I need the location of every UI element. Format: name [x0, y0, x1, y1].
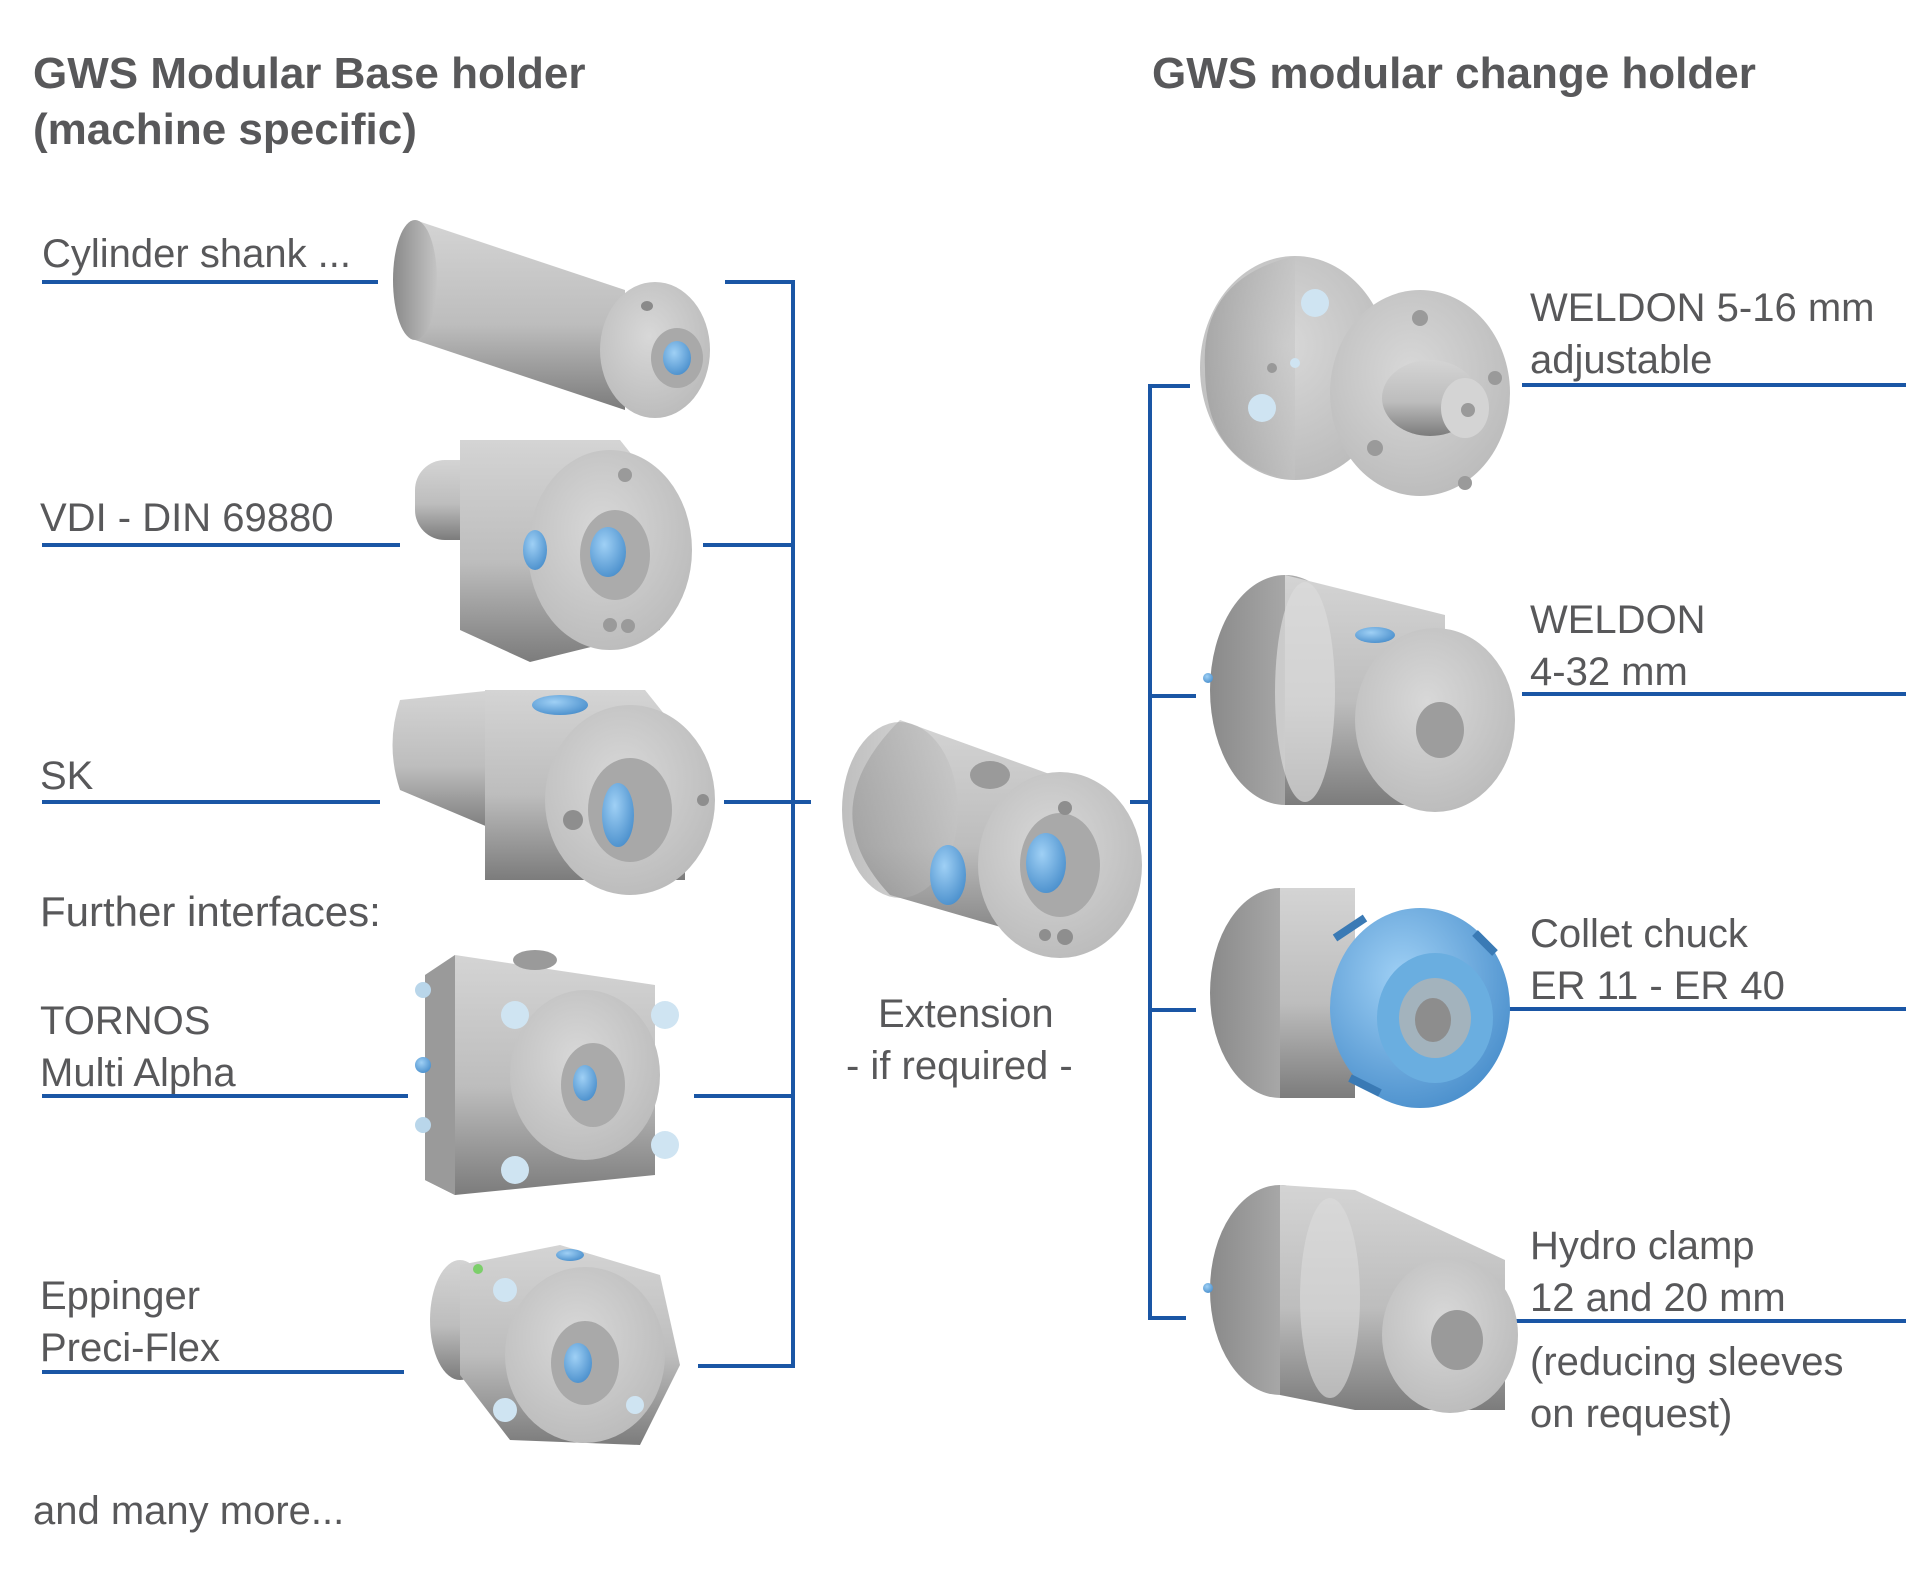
weldon-adjustable-image — [1200, 256, 1510, 496]
weldon-image — [1203, 575, 1515, 812]
tornos-holder-image — [415, 950, 679, 1195]
label-weldon-adjustable-line2: adjustable — [1530, 338, 1713, 382]
underline-weldon-adjustable — [1522, 383, 1906, 387]
stub-vdi — [703, 543, 795, 547]
label-tornos-line2: Multi Alpha — [40, 1051, 236, 1095]
underline-vdi — [42, 543, 400, 547]
vdi-holder-image — [415, 440, 692, 662]
stub-tornos — [694, 1094, 795, 1098]
label-collet-line2: ER 11 - ER 40 — [1530, 964, 1785, 1008]
label-sk: SK — [40, 754, 94, 798]
label-vdi: VDI - DIN 69880 — [40, 496, 334, 540]
collet-chuck-image — [1210, 888, 1510, 1108]
underline-collet — [1506, 1007, 1906, 1011]
label-hydro-line2: 12 and 20 mm — [1530, 1276, 1786, 1320]
center-right-connector — [1130, 800, 1150, 804]
label-weldon-adjustable-line1: WELDON 5-16 mm — [1530, 286, 1875, 330]
label-eppinger-line2: Preci-Flex — [40, 1326, 221, 1370]
label-hydro-note-line1: (reducing sleeves — [1530, 1340, 1844, 1384]
cylinder-shank-image — [393, 220, 710, 418]
left-bracket-vertical — [791, 280, 795, 1368]
underline-cylinder-shank — [42, 280, 378, 284]
label-tornos-line1: TORNOS — [40, 999, 211, 1043]
right-title: GWS modular change holder — [1152, 49, 1756, 98]
stub-eppinger — [698, 1364, 795, 1368]
eppinger-holder-image — [430, 1245, 680, 1445]
underline-tornos — [42, 1094, 408, 1098]
extension-image — [842, 720, 1142, 958]
label-cylinder-shank: Cylinder shank ... — [42, 232, 352, 276]
right-bracket-vertical — [1148, 384, 1152, 1320]
underline-eppinger — [42, 1370, 404, 1374]
underline-sk — [42, 800, 380, 804]
label-weldon-line1: WELDON — [1530, 598, 1706, 642]
left-bracket-connector — [795, 800, 811, 804]
label-eppinger-line1: Eppinger — [40, 1274, 201, 1318]
further-interfaces-heading: Further interfaces: — [40, 888, 381, 935]
sk-holder-image — [392, 690, 715, 895]
underline-weldon — [1522, 692, 1906, 696]
underline-hydro — [1516, 1319, 1906, 1323]
stub-cylinder — [725, 280, 795, 284]
stub-sk — [724, 800, 795, 804]
extension-label-line2: - if required - — [846, 1044, 1073, 1088]
stub-hydro — [1148, 1316, 1186, 1320]
label-collet-line1: Collet chuck — [1530, 912, 1748, 956]
left-title-line1: GWS Modular Base holder — [33, 49, 586, 98]
label-hydro-line1: Hydro clamp — [1530, 1224, 1755, 1268]
left-title-line2: (machine specific) — [33, 105, 417, 154]
stub-weldon-adjustable — [1148, 384, 1190, 388]
stub-weldon — [1148, 694, 1196, 698]
label-hydro-note-line2: on request) — [1530, 1392, 1733, 1436]
label-weldon-line2: 4-32 mm — [1530, 650, 1688, 694]
footer-and-many-more: and many more... — [33, 1489, 345, 1533]
stub-collet — [1148, 1008, 1196, 1012]
hydro-clamp-image — [1203, 1185, 1518, 1413]
extension-label-line1: Extension — [878, 992, 1054, 1036]
